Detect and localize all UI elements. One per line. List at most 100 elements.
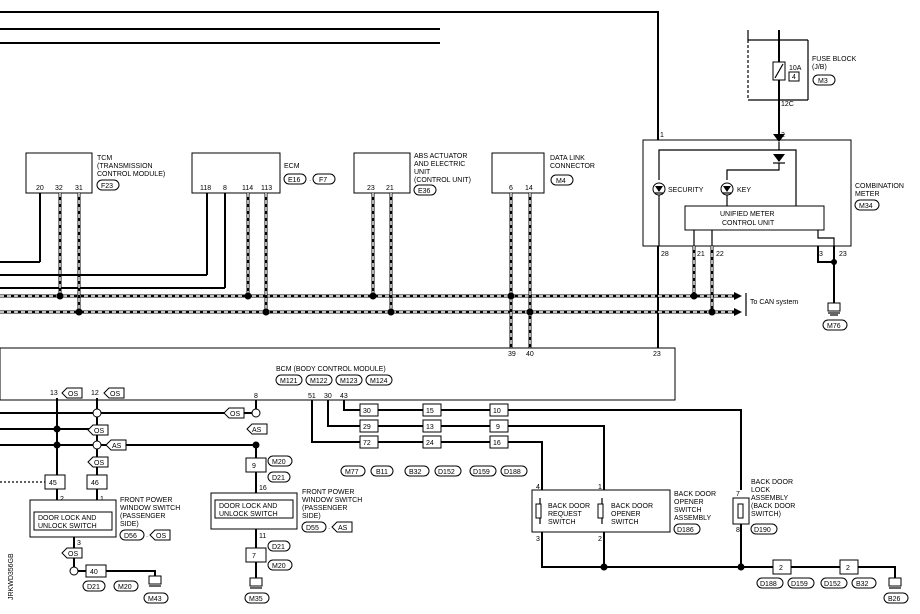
svg-text:DOOR LOCK AND: DOOR LOCK AND (219, 503, 277, 510)
svg-text:30: 30 (363, 408, 371, 415)
arrow-down-icon (773, 134, 785, 142)
tcm-pin-32: 32 (55, 185, 63, 192)
svg-text:9: 9 (252, 463, 256, 470)
svg-text:WINDOW SWITCH: WINDOW SWITCH (120, 505, 180, 512)
svg-text:15: 15 (426, 408, 434, 415)
fpws-p-connector: D56 (124, 533, 137, 540)
dlc-pin-6: 6 (509, 185, 513, 192)
back-door-switch-icon (737, 503, 744, 519)
meter-unit-1: UNIFIED METER (720, 211, 774, 218)
bcm-pin-40: 40 (526, 351, 534, 358)
abs-label-3: UNIT (414, 169, 431, 176)
meter-connector: M34 (859, 203, 873, 210)
bcm-box (0, 347, 676, 401)
meter-security-label: SECURITY (668, 187, 704, 194)
bcm-pin-51: 51 (308, 393, 316, 400)
svg-text:OPENER: OPENER (674, 499, 704, 506)
dlc-label-1: DATA LINK (550, 155, 585, 162)
ecm-box (191, 152, 281, 194)
svg-text:WINDOW SWITCH: WINDOW SWITCH (302, 497, 362, 504)
dlc-label-2: CONNECTOR (550, 163, 595, 170)
svg-text:3: 3 (536, 536, 540, 543)
meter-pin-1: 1 (660, 132, 664, 139)
meter-pin-22: 22 (716, 251, 724, 258)
svg-text:OS: OS (230, 411, 240, 418)
svg-text:BACK DOOR: BACK DOOR (674, 491, 716, 498)
svg-text:D21: D21 (87, 584, 100, 591)
svg-text:M20: M20 (118, 584, 132, 591)
svg-text:2: 2 (846, 565, 850, 572)
svg-text:13: 13 (426, 424, 434, 431)
svg-text:1: 1 (598, 484, 602, 491)
svg-text:D159: D159 (473, 469, 490, 476)
ecm-connector-2: F7 (319, 177, 327, 184)
svg-text:16: 16 (493, 440, 501, 447)
fuse-icon-slash (774, 63, 784, 79)
meter-label-2: METER (855, 191, 880, 198)
meter-unit-2: CONTROL UNIT (722, 220, 775, 227)
svg-text:OS: OS (68, 391, 78, 398)
svg-text:·: · (309, 177, 311, 184)
can-arrow-icon (734, 308, 742, 316)
svg-text:SIDE): SIDE) (120, 521, 139, 528)
fuse-connector: M3 (818, 78, 828, 85)
tcm-label-3: CONTROL MODULE) (97, 171, 165, 178)
ecm-pin-113: 113 (261, 185, 272, 192)
svg-text:B32: B32 (856, 581, 869, 588)
svg-text:4: 4 (536, 484, 540, 491)
bcm-label: BCM (BODY CONTROL MODULE) (276, 366, 386, 373)
svg-text:SWITCH: SWITCH (611, 519, 639, 526)
fuse-label-2: (J/B) (812, 64, 827, 71)
svg-text:FRONT POWER: FRONT POWER (302, 489, 354, 496)
door-lock-unlock-switch (33, 511, 113, 531)
svg-text:D188: D188 (760, 581, 777, 588)
svg-text:M77: M77 (345, 469, 359, 476)
request-switch-icon (535, 503, 542, 519)
meter-pin-3: 3 (819, 251, 823, 258)
svg-text:SWITCH: SWITCH (674, 507, 702, 514)
bdo-connector: D186 (677, 527, 694, 534)
svg-text:D152: D152 (824, 581, 841, 588)
abs-label-2: AND ELECTRIC (414, 161, 465, 168)
meter-pin-23: 23 (839, 251, 847, 258)
svg-text:B11: B11 (376, 469, 388, 476)
svg-text:OS: OS (68, 551, 78, 558)
can-system-note: To CAN system (750, 299, 798, 306)
svg-text:D152: D152 (438, 469, 455, 476)
svg-text:·: · (146, 533, 148, 540)
bcm-connector-4: M124 (370, 378, 388, 385)
svg-text:SIDE): SIDE) (302, 513, 321, 520)
ground-b26: B26 (888, 596, 901, 603)
svg-text:7: 7 (252, 553, 256, 560)
svg-text:D21: D21 (272, 475, 285, 482)
bcm-connector-3: M123 (340, 378, 358, 385)
svg-text:(PASSENGER: (PASSENGER (120, 513, 165, 520)
os-pin-13: 13 (50, 390, 58, 397)
fpws-c-connector: D55 (306, 525, 319, 532)
ecm-pin-8: 8 (223, 185, 227, 192)
bcm-connector-2: M122 (310, 378, 328, 385)
svg-text:BACK DOOR: BACK DOOR (611, 503, 653, 510)
svg-text:(PASSENGER: (PASSENGER (302, 505, 347, 512)
svg-text:8: 8 (736, 527, 740, 534)
bcm-pin-30: 30 (324, 393, 332, 400)
opener-switch-icon (597, 503, 604, 519)
fpws-p-pin-46: 46 (91, 480, 99, 487)
svg-text:OS: OS (94, 460, 104, 467)
diagram-code: JRKWD356GB (8, 553, 15, 600)
svg-text:DOOR LOCK AND: DOOR LOCK AND (38, 515, 96, 522)
meter-pin-28: 28 (661, 251, 669, 258)
svg-text:2: 2 (598, 536, 602, 543)
meter-label-1: COMBINATION (855, 183, 904, 190)
svg-text:40: 40 (90, 569, 98, 576)
ground-icon (148, 575, 162, 585)
svg-text:11: 11 (259, 533, 266, 540)
svg-text:SWITCH): SWITCH) (751, 511, 781, 518)
ecm-pin-118: 118 (200, 185, 211, 192)
tcm-pin-31: 31 (75, 185, 83, 192)
can-arrow-icon (734, 292, 742, 300)
bdl-connector: D190 (754, 527, 771, 534)
svg-text:AS: AS (252, 427, 262, 434)
